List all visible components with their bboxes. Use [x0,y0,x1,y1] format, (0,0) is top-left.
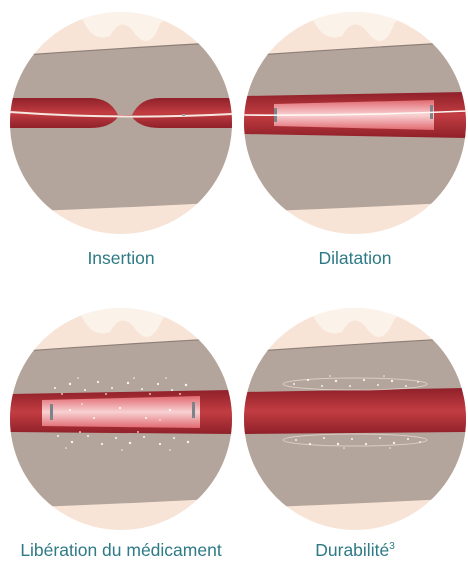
step-label: Durabilité3 [234,540,468,561]
step-label: Libération du médicament [0,540,242,561]
step-label-text: Durabilité [315,540,389,560]
drug-release-illustration [10,308,232,530]
step-label: Dilatation [234,248,468,269]
insertion-illustration [10,12,232,234]
step-label: Insertion [0,248,242,269]
dilatation-illustration [244,12,466,234]
durability-illustration [244,308,466,530]
footnote-marker: 3 [389,541,395,552]
